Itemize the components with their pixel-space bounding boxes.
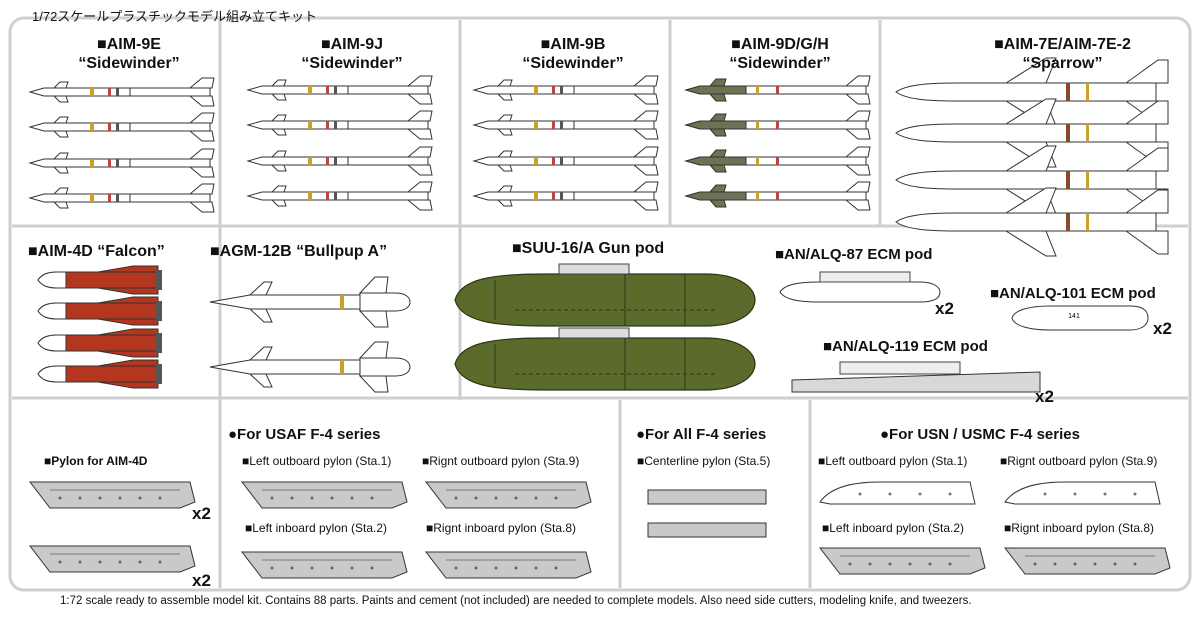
kit-title-japanese: 1/72スケールプラスチックモデル組み立てキット xyxy=(32,9,318,24)
aim9b-nick: “Sidewinder” xyxy=(522,55,624,72)
usn-right-outboard-label: ■Rignt outboard pylon (Sta.9) xyxy=(1000,454,1158,468)
aim9e-name: ■AIM-9E xyxy=(97,36,161,53)
alq119-pod xyxy=(791,361,1041,393)
usn-heading: ●For USN / USMC F-4 series xyxy=(880,426,1080,443)
usaf-left-outboard-label: ■Left outboard pylon (Sta.1) xyxy=(242,454,392,468)
alq87-pod xyxy=(779,271,941,303)
aim9b-name: ■AIM-9B xyxy=(540,36,606,53)
aim4d-pylon-label: ■Pylon for AIM-4D xyxy=(44,454,148,468)
aim9dgh-nick: “Sidewinder” xyxy=(729,55,831,72)
alq119-label: ■AN/ALQ-119 ECM pod xyxy=(823,338,988,355)
centerline-pylon-label: ■Centerline pylon (Sta.5) xyxy=(637,454,771,468)
aim9dgh-missiles xyxy=(685,75,871,211)
alq101-pod: 141 xyxy=(1011,305,1149,331)
aim9j-missiles xyxy=(247,75,433,211)
all-f4-heading: ●For All F-4 series xyxy=(636,426,767,443)
usn-left-inboard-label: ■Left inboard pylon (Sta.2) xyxy=(822,521,964,535)
aim9j-nick: “Sidewinder” xyxy=(301,55,403,72)
usaf-left-inboard-label: ■Left inboard pylon (Sta.2) xyxy=(245,521,387,535)
aim7e-missiles xyxy=(895,57,1169,257)
aim4d-label: ■AIM-4D “Falcon” xyxy=(28,243,165,260)
suu16-gun-pods xyxy=(454,263,756,391)
alq101-quantity: x2 xyxy=(1153,319,1172,338)
usn-right-inboard-label: ■Rignt inboard pylon (Sta.8) xyxy=(1004,521,1154,535)
aim7e-nick: “Sparrow” xyxy=(1022,55,1103,72)
usn-left-outboard-label: ■Left outboard pylon (Sta.1) xyxy=(818,454,968,468)
alq87-quantity: x2 xyxy=(935,299,954,318)
alq119-quantity: x2 xyxy=(1035,387,1054,406)
agm12b-missiles xyxy=(209,276,411,393)
usaf-right-inboard-label: ■Rignt inboard pylon (Sta.8) xyxy=(426,521,576,535)
aim9b-missiles xyxy=(473,75,659,211)
kit-description-footer: 1:72 scale ready to assemble model kit. … xyxy=(60,595,972,607)
suu16-label: ■SUU-16/A Gun pod xyxy=(512,240,665,257)
aim4d-pylons xyxy=(29,481,196,573)
aim9e-missiles xyxy=(29,77,215,213)
usaf-right-outboard-label: ■Rignt outboard pylon (Sta.9) xyxy=(422,454,580,468)
usaf-heading: ●For USAF F-4 series xyxy=(228,426,381,443)
aim4d-missiles xyxy=(37,265,163,389)
alq87-label: ■AN/ALQ-87 ECM pod xyxy=(775,246,933,263)
aim9e-nick: “Sidewinder” xyxy=(78,55,180,72)
aim7e-name: ■AIM-7E/AIM-7E-2 xyxy=(994,36,1131,53)
svg-text:141: 141 xyxy=(1068,313,1080,320)
aim9dgh-name: ■AIM-9D/G/H xyxy=(731,36,829,53)
centerline-pylons xyxy=(647,489,767,538)
agm12b-label: ■AGM-12B “Bullpup A” xyxy=(210,243,388,260)
alq101-label: ■AN/ALQ-101 ECM pod xyxy=(990,285,1156,302)
aim4d-pylon-quantity-2: x2 xyxy=(192,571,211,590)
aim4d-pylon-quantity-1: x2 xyxy=(192,504,211,523)
aim9j-name: ■AIM-9J xyxy=(320,36,384,53)
